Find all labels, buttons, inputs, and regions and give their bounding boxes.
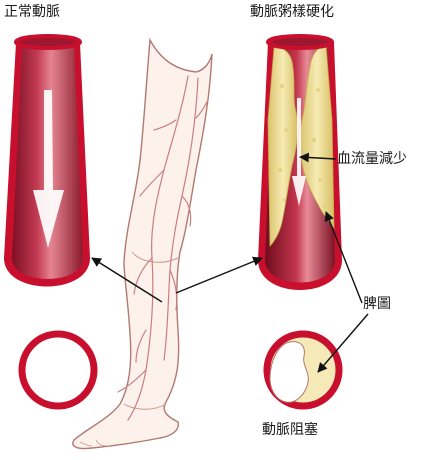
pointer-diseased (176, 258, 262, 293)
diseased-artery-tube (258, 36, 342, 290)
plaque-label: 脾圖 (363, 296, 391, 312)
normal-artery-label: 正常動脈 (4, 4, 60, 20)
diseased-artery-opening (268, 36, 332, 48)
normal-artery-tube (4, 36, 90, 287)
normal-artery-opening (16, 36, 80, 48)
blocked-artery-cross-section (267, 334, 339, 406)
leg-illustration (73, 40, 212, 449)
normal-artery-cross-section (22, 334, 94, 406)
atherosclerosis-label: 動脈粥樣硬化 (250, 4, 334, 20)
blocked-artery-label: 動脈阻塞 (262, 422, 318, 438)
reduced-flow-label: 血流量減少 (337, 151, 407, 167)
